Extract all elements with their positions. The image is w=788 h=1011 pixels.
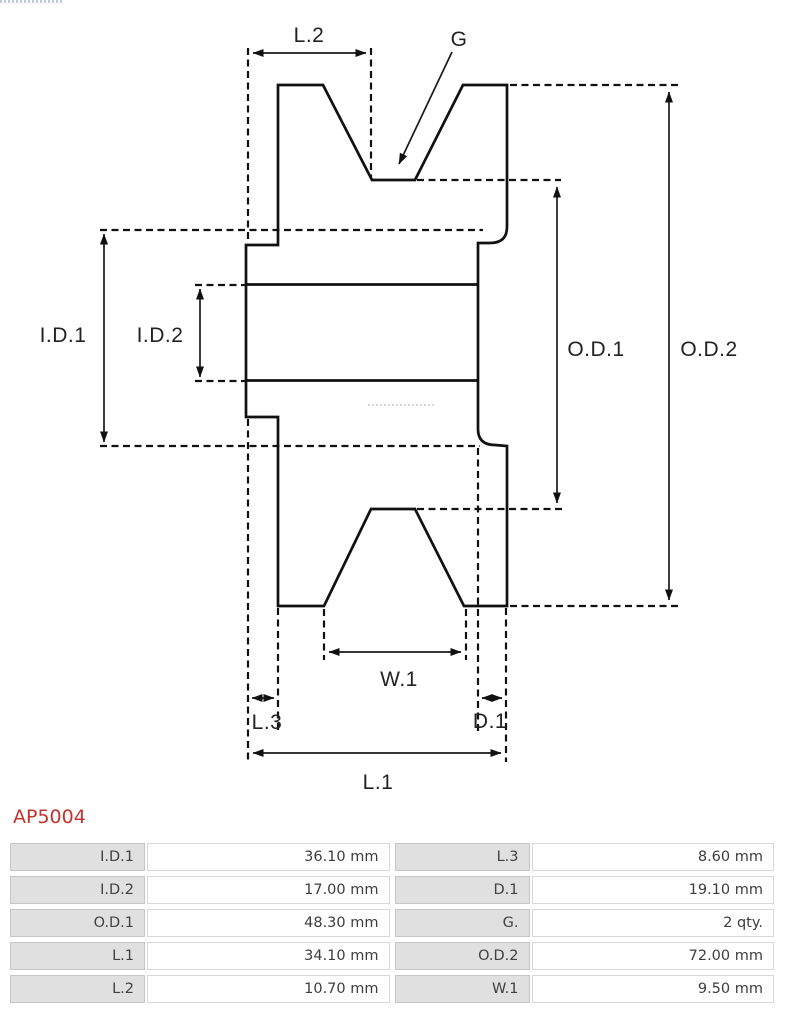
dimension-arrows [100, 49, 673, 757]
dim-label-OD2: O.D.2 [680, 338, 737, 361]
spec-value-cell: 17.00 mm [147, 876, 390, 904]
pulley-technical-drawing: L.2 G I.D.1 I.D.2 O.D.1 O.D.2 W.1 L.3 D.… [40, 24, 738, 794]
dim-label-ID1: I.D.1 [40, 324, 87, 347]
table-row-left: O.D.1 48.30 mm [10, 909, 390, 937]
spec-label-cell: O.D.2 [394, 942, 530, 970]
table-row-right: G. 2 qty. [394, 909, 774, 937]
spec-value-cell: 48.30 mm [147, 909, 390, 937]
spec-table: I.D.1 36.10 mm L.3 8.60 mm I.D.2 17.00 m… [10, 843, 774, 1003]
dim-label-L1: L.1 [363, 771, 394, 794]
table-row-left: L.2 10.70 mm [10, 975, 390, 1003]
spec-label-cell: L.3 [394, 843, 530, 871]
spec-label-cell: L.2 [10, 975, 145, 1003]
page-edge-watermark [0, 0, 64, 3]
spec-label-cell: W.1 [394, 975, 530, 1003]
dim-label-OD1: O.D.1 [567, 338, 624, 361]
dim-G-leader [398, 51, 453, 165]
spec-value-cell: 19.10 mm [531, 876, 774, 904]
spec-value-cell: 34.10 mm [147, 942, 390, 970]
spec-label-cell: I.D.1 [10, 843, 145, 871]
dimension-labels: L.2 G I.D.1 I.D.2 O.D.1 O.D.2 W.1 L.3 D.… [40, 24, 738, 794]
pulley-outline [244, 83, 509, 608]
spec-value-cell: 9.50 mm [531, 975, 774, 1003]
table-row: I.D.1 36.10 mm L.3 8.60 mm [10, 843, 774, 871]
table-row-left: I.D.2 17.00 mm [10, 876, 390, 904]
spec-label-cell: O.D.1 [10, 909, 145, 937]
dim-label-D1: D.1 [473, 710, 507, 733]
spec-label-cell: L.1 [10, 942, 145, 970]
dim-label-L3: L.3 [252, 711, 283, 734]
table-row-right: L.3 8.60 mm [394, 843, 774, 871]
spec-label-cell: I.D.2 [10, 876, 145, 904]
table-row-right: D.1 19.10 mm [394, 876, 774, 904]
pulley-body-path [244, 83, 509, 608]
spec-value-cell: 36.10 mm [147, 843, 390, 871]
spec-label-cell: G. [394, 909, 530, 937]
pulley-drawing-svg: L.2 G I.D.1 I.D.2 O.D.1 O.D.2 W.1 L.3 D.… [40, 24, 738, 794]
table-row: L.2 10.70 mm W.1 9.50 mm [10, 975, 774, 1003]
dim-label-G: G [451, 28, 468, 51]
table-row-left: L.1 34.10 mm [10, 942, 390, 970]
spec-label-cell: D.1 [394, 876, 530, 904]
table-row: L.1 34.10 mm O.D.2 72.00 mm [10, 942, 774, 970]
table-row-left: I.D.1 36.10 mm [10, 843, 390, 871]
part-number-heading: AP5004 [13, 806, 86, 828]
table-row-right: W.1 9.50 mm [394, 975, 774, 1003]
spec-value-cell: 8.60 mm [531, 843, 774, 871]
table-row-right: O.D.2 72.00 mm [394, 942, 774, 970]
dim-label-L2: L.2 [294, 24, 325, 47]
extension-lines [100, 48, 678, 762]
dim-label-W1: W.1 [380, 668, 418, 691]
table-row: I.D.2 17.00 mm D.1 19.10 mm [10, 876, 774, 904]
table-row: O.D.1 48.30 mm G. 2 qty. [10, 909, 774, 937]
spec-value-cell: 10.70 mm [147, 975, 390, 1003]
dim-label-ID2: I.D.2 [137, 324, 184, 347]
spec-value-cell: 72.00 mm [531, 942, 774, 970]
spec-value-cell: 2 qty. [531, 909, 774, 937]
